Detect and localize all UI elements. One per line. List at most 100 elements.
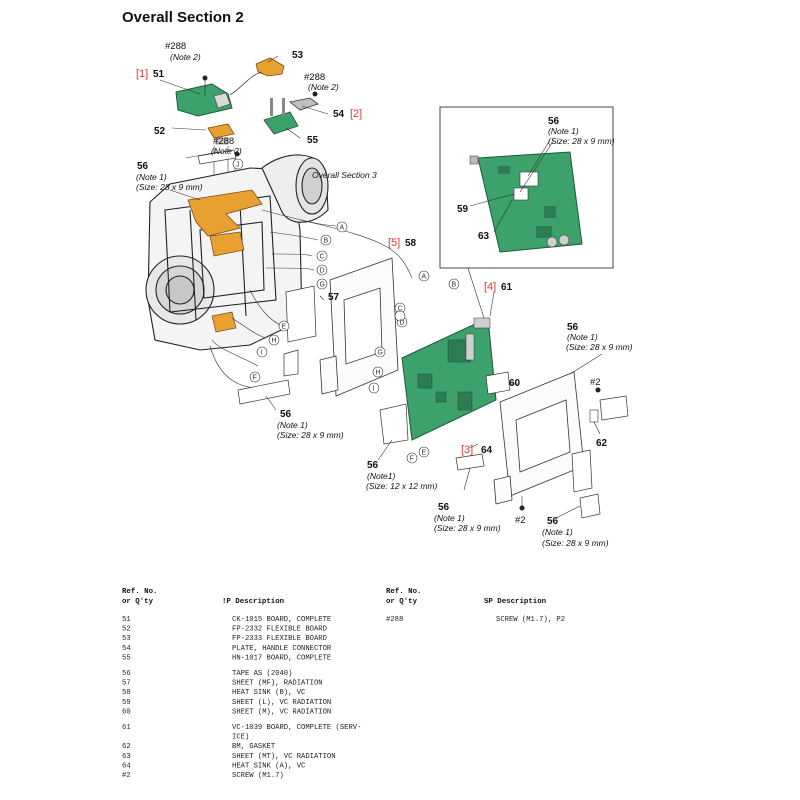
table-cell-desc: SHEET (M), VC RADIATION [232, 708, 331, 716]
table-row: 52 FP-2332 FLEXIBLE BOARD [122, 626, 327, 634]
table-cell-desc: SCREW (M1.7), P2 [496, 616, 565, 624]
connector-e2-label: E [422, 450, 427, 457]
screw-2-label-b: #2 [590, 377, 601, 388]
note1-right: (Note 1) [567, 332, 598, 342]
connector-j-label: J [236, 162, 240, 169]
table-cell-ref: 55 [122, 654, 131, 662]
part-61-vc-board [401, 317, 497, 441]
table-row: 64 HEAT SINK (A), VC [122, 762, 306, 770]
table-cell-desc: ICE) [232, 734, 249, 742]
table-left-header-qty: or Q'ty [122, 598, 154, 606]
table-cell-ref: 57 [122, 680, 131, 688]
table-left-header-desc: !P Description [222, 598, 284, 606]
table-cell-desc: HEAT SINK (A), VC [232, 762, 306, 770]
connector-f2-label: F [410, 456, 414, 463]
callout-56-right: 56 [567, 322, 579, 333]
table-cell-desc: SHEET (MF), RADIATION [232, 680, 323, 688]
camera-body [145, 154, 329, 351]
table-left-rows: 51 CK-1015 BOARD, COMPLETE 52 FP-2332 FLEXI… [122, 616, 361, 780]
screw-288-label-a: #288 [165, 41, 186, 52]
table-cell-desc: TAPE AS (2040) [232, 670, 292, 678]
callout-55: 55 [307, 135, 319, 146]
table-row: 57 SHEET (MF), RADIATION [122, 680, 323, 688]
callout-53: 53 [292, 50, 304, 61]
page-title: Overall Section 2 [122, 9, 244, 26]
part-57-sheet [285, 285, 317, 343]
screw-2-label-a: #2 [515, 515, 526, 526]
note2-label-b: (Note 2) [308, 82, 339, 92]
note1b-mid: (Note1) [367, 471, 396, 481]
connector-e-label: E [282, 324, 287, 331]
table-cell-ref: 53 [122, 635, 131, 643]
table-row: 55 HN-1017 BOARD, COMPLETE [122, 654, 331, 662]
size-mid: (Size: 12 x 12 mm) [366, 481, 437, 491]
table-cell-ref: 63 [122, 753, 131, 761]
table-row: 53 FP-2333 FLEXIBLE BOARD [122, 635, 327, 643]
callout-56-mid: 56 [367, 460, 379, 471]
ref-marker-5: [5] [388, 237, 400, 249]
note1-left: (Note 1) [277, 420, 308, 430]
size-top: (Size: 28 x 9 mm) [136, 182, 203, 192]
table-cell-desc: FP-2332 FLEXIBLE BOARD [232, 626, 327, 634]
callout-61: 61 [501, 282, 513, 293]
callout-60: 60 [509, 378, 521, 389]
table-cell-desc: PLATE, HANDLE CONNECTOR [232, 645, 332, 653]
part-53-flex [255, 57, 285, 77]
table-cell-desc: CK-1015 BOARD, COMPLETE [232, 616, 331, 624]
connector-h2-label: H [376, 370, 381, 377]
callout-56-inset: 56 [548, 116, 560, 127]
table-cell-desc: SCREW (M1.7) [232, 772, 284, 780]
table-cell-desc: FP-2333 FLEXIBLE BOARD [232, 635, 327, 643]
table-cell-desc: HN-1017 BOARD, COMPLETE [232, 654, 331, 662]
connector-a-label: A [340, 225, 345, 232]
part-64-heat-sink [493, 371, 585, 505]
note2-label-a: (Note 2) [170, 52, 201, 62]
ref-marker-2: [2] [350, 108, 362, 120]
table-cell-ref: 60 [122, 708, 131, 716]
table-row: 54 PLATE, HANDLE CONNECTOR [122, 645, 332, 653]
table-row: 58 HEAT SINK (B), VC [122, 689, 306, 697]
table-cell-desc: HEAT SINK (B), VC [232, 689, 306, 697]
size-right: (Size: 28 x 9 mm) [566, 342, 633, 352]
table-cell-ref: 54 [122, 645, 131, 653]
callout-58: 58 [405, 238, 417, 249]
table-right-header-ref: Ref. No. [386, 588, 421, 596]
size-br: (Size: 28 x 9 mm) [542, 538, 609, 548]
table-cell-desc: BM, GASKET [232, 743, 276, 751]
table-cell-ref: 58 [122, 689, 131, 697]
table-row: ICE) [232, 734, 249, 742]
callout-62: 62 [596, 438, 608, 449]
connector-c-label: C [320, 254, 325, 261]
note2-label-c: (Note 2) [211, 146, 242, 156]
callout-54: 54 [333, 109, 345, 120]
callout-52: 52 [154, 126, 166, 137]
table-cell-ref: 52 [122, 626, 131, 634]
table-left-header-ref: Ref. No. [122, 588, 157, 596]
table-cell-desc: SHEET (MT), VC RADIATION [232, 753, 336, 761]
connector-b2-label: B [452, 282, 457, 289]
connector-d2-label: D [400, 320, 405, 327]
table-right-header-qty: or Q'ty [386, 598, 418, 606]
table-cell-ref: 64 [122, 762, 131, 770]
callout-59: 59 [457, 204, 469, 215]
note1-bottom: (Note 1) [434, 513, 465, 523]
table-row: 63 SHEET (MT), VC RADIATION [122, 753, 336, 761]
part-60-sheet [485, 371, 511, 395]
overall-section-3-label: Overall Section 3 [312, 170, 377, 180]
table-cell-ref: 51 [122, 616, 131, 624]
callout-56-br: 56 [547, 516, 559, 527]
callout-63: 63 [478, 231, 490, 242]
connector-g-label: G [320, 282, 325, 289]
table-row: 60 SHEET (M), VC RADIATION [122, 708, 331, 716]
callout-56-left: 56 [280, 409, 292, 420]
part-58-heat-sink [319, 257, 399, 397]
inset-vc-board [469, 151, 583, 253]
callout-56-top: 56 [137, 161, 149, 172]
table-cell-desc: VC-1039 BOARD, COMPLETE (SERV- [232, 724, 361, 732]
size-bottom: (Size: 28 x 9 mm) [434, 523, 501, 533]
note1-top: (Note 1) [136, 172, 167, 182]
screw-288-label-c: #288 [213, 136, 234, 147]
